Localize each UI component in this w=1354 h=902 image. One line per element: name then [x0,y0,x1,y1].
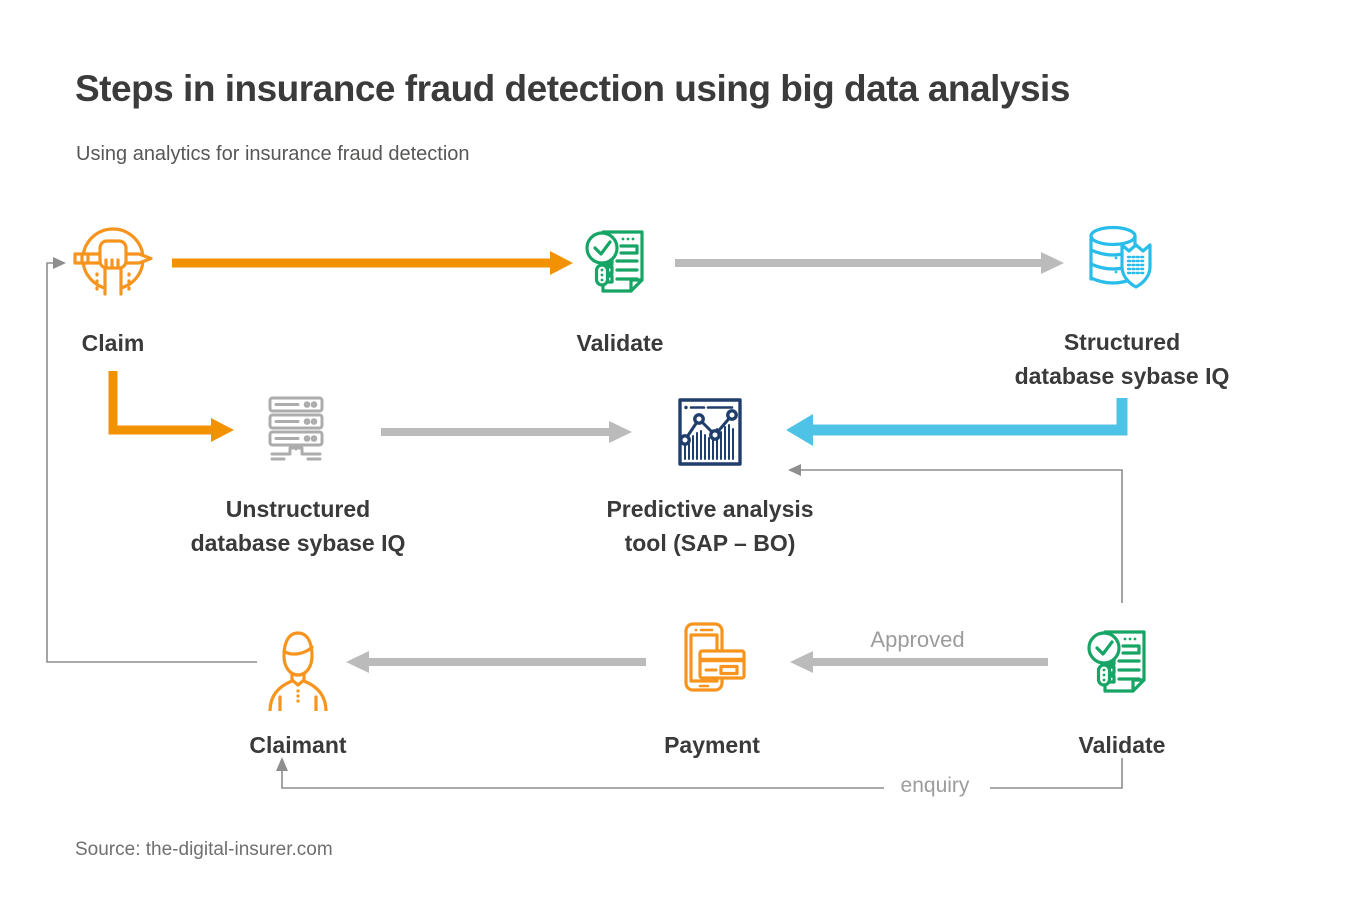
node-label-claimant: Claimant [249,732,347,758]
hand-pencil-claim-icon [69,222,157,310]
phone-payment-card-icon [668,618,756,706]
page-subtitle: Using analytics for insurance fraud dete… [76,143,470,165]
node-label-validate-bottom: Validate [1078,732,1166,758]
node-label-payment: Payment [664,732,760,758]
node-payment: Payment [562,618,862,762]
node-label-unstructured-db-line1: Unstructured [225,496,371,522]
document-check-magnifier-icon [1078,623,1166,711]
source-credit: Source: the-digital-insurer.com [75,839,333,860]
node-label-predictive-tool: Predictive analysis tool (SAP – BO) [606,492,813,560]
node-validate-bottom: Validate [972,623,1272,762]
node-predictive-tool: Predictive analysis tool (SAP – BO) [560,392,860,560]
document-check-magnifier-icon [576,223,664,311]
node-label-predictive-tool-line1: Predictive analysis [606,496,814,522]
node-validate-top: Validate [470,223,770,360]
node-label-claim: Claim [81,330,145,356]
node-label-unstructured-db: Unstructured database sybase IQ [191,492,406,560]
node-label-predictive-tool-line2: tool (SAP – BO) [624,530,796,556]
edge-label-enquiry: enquiry [900,774,970,797]
page-title: Steps in insurance fraud detection using… [75,68,1070,109]
person-icon [254,623,342,711]
edge-label-approved: Approved [870,627,965,652]
node-label-structured-db-line1: Structured [1063,329,1181,355]
node-label-structured-db-line2: database sybase IQ [1014,363,1230,389]
node-claim: Claim [0,222,263,360]
node-claimant: Claimant [148,623,448,762]
server-stack-icon [254,388,342,476]
analytics-chart-icon [666,392,754,480]
node-structured-db: Structured database sybase IQ [972,221,1272,393]
node-label-validate-top: Validate [576,330,664,356]
database-shield-icon [1078,221,1166,309]
node-label-unstructured-db-line2: database sybase IQ [190,530,406,556]
node-unstructured-db: Unstructured database sybase IQ [148,388,448,560]
node-label-structured-db: Structured database sybase IQ [1015,325,1230,393]
